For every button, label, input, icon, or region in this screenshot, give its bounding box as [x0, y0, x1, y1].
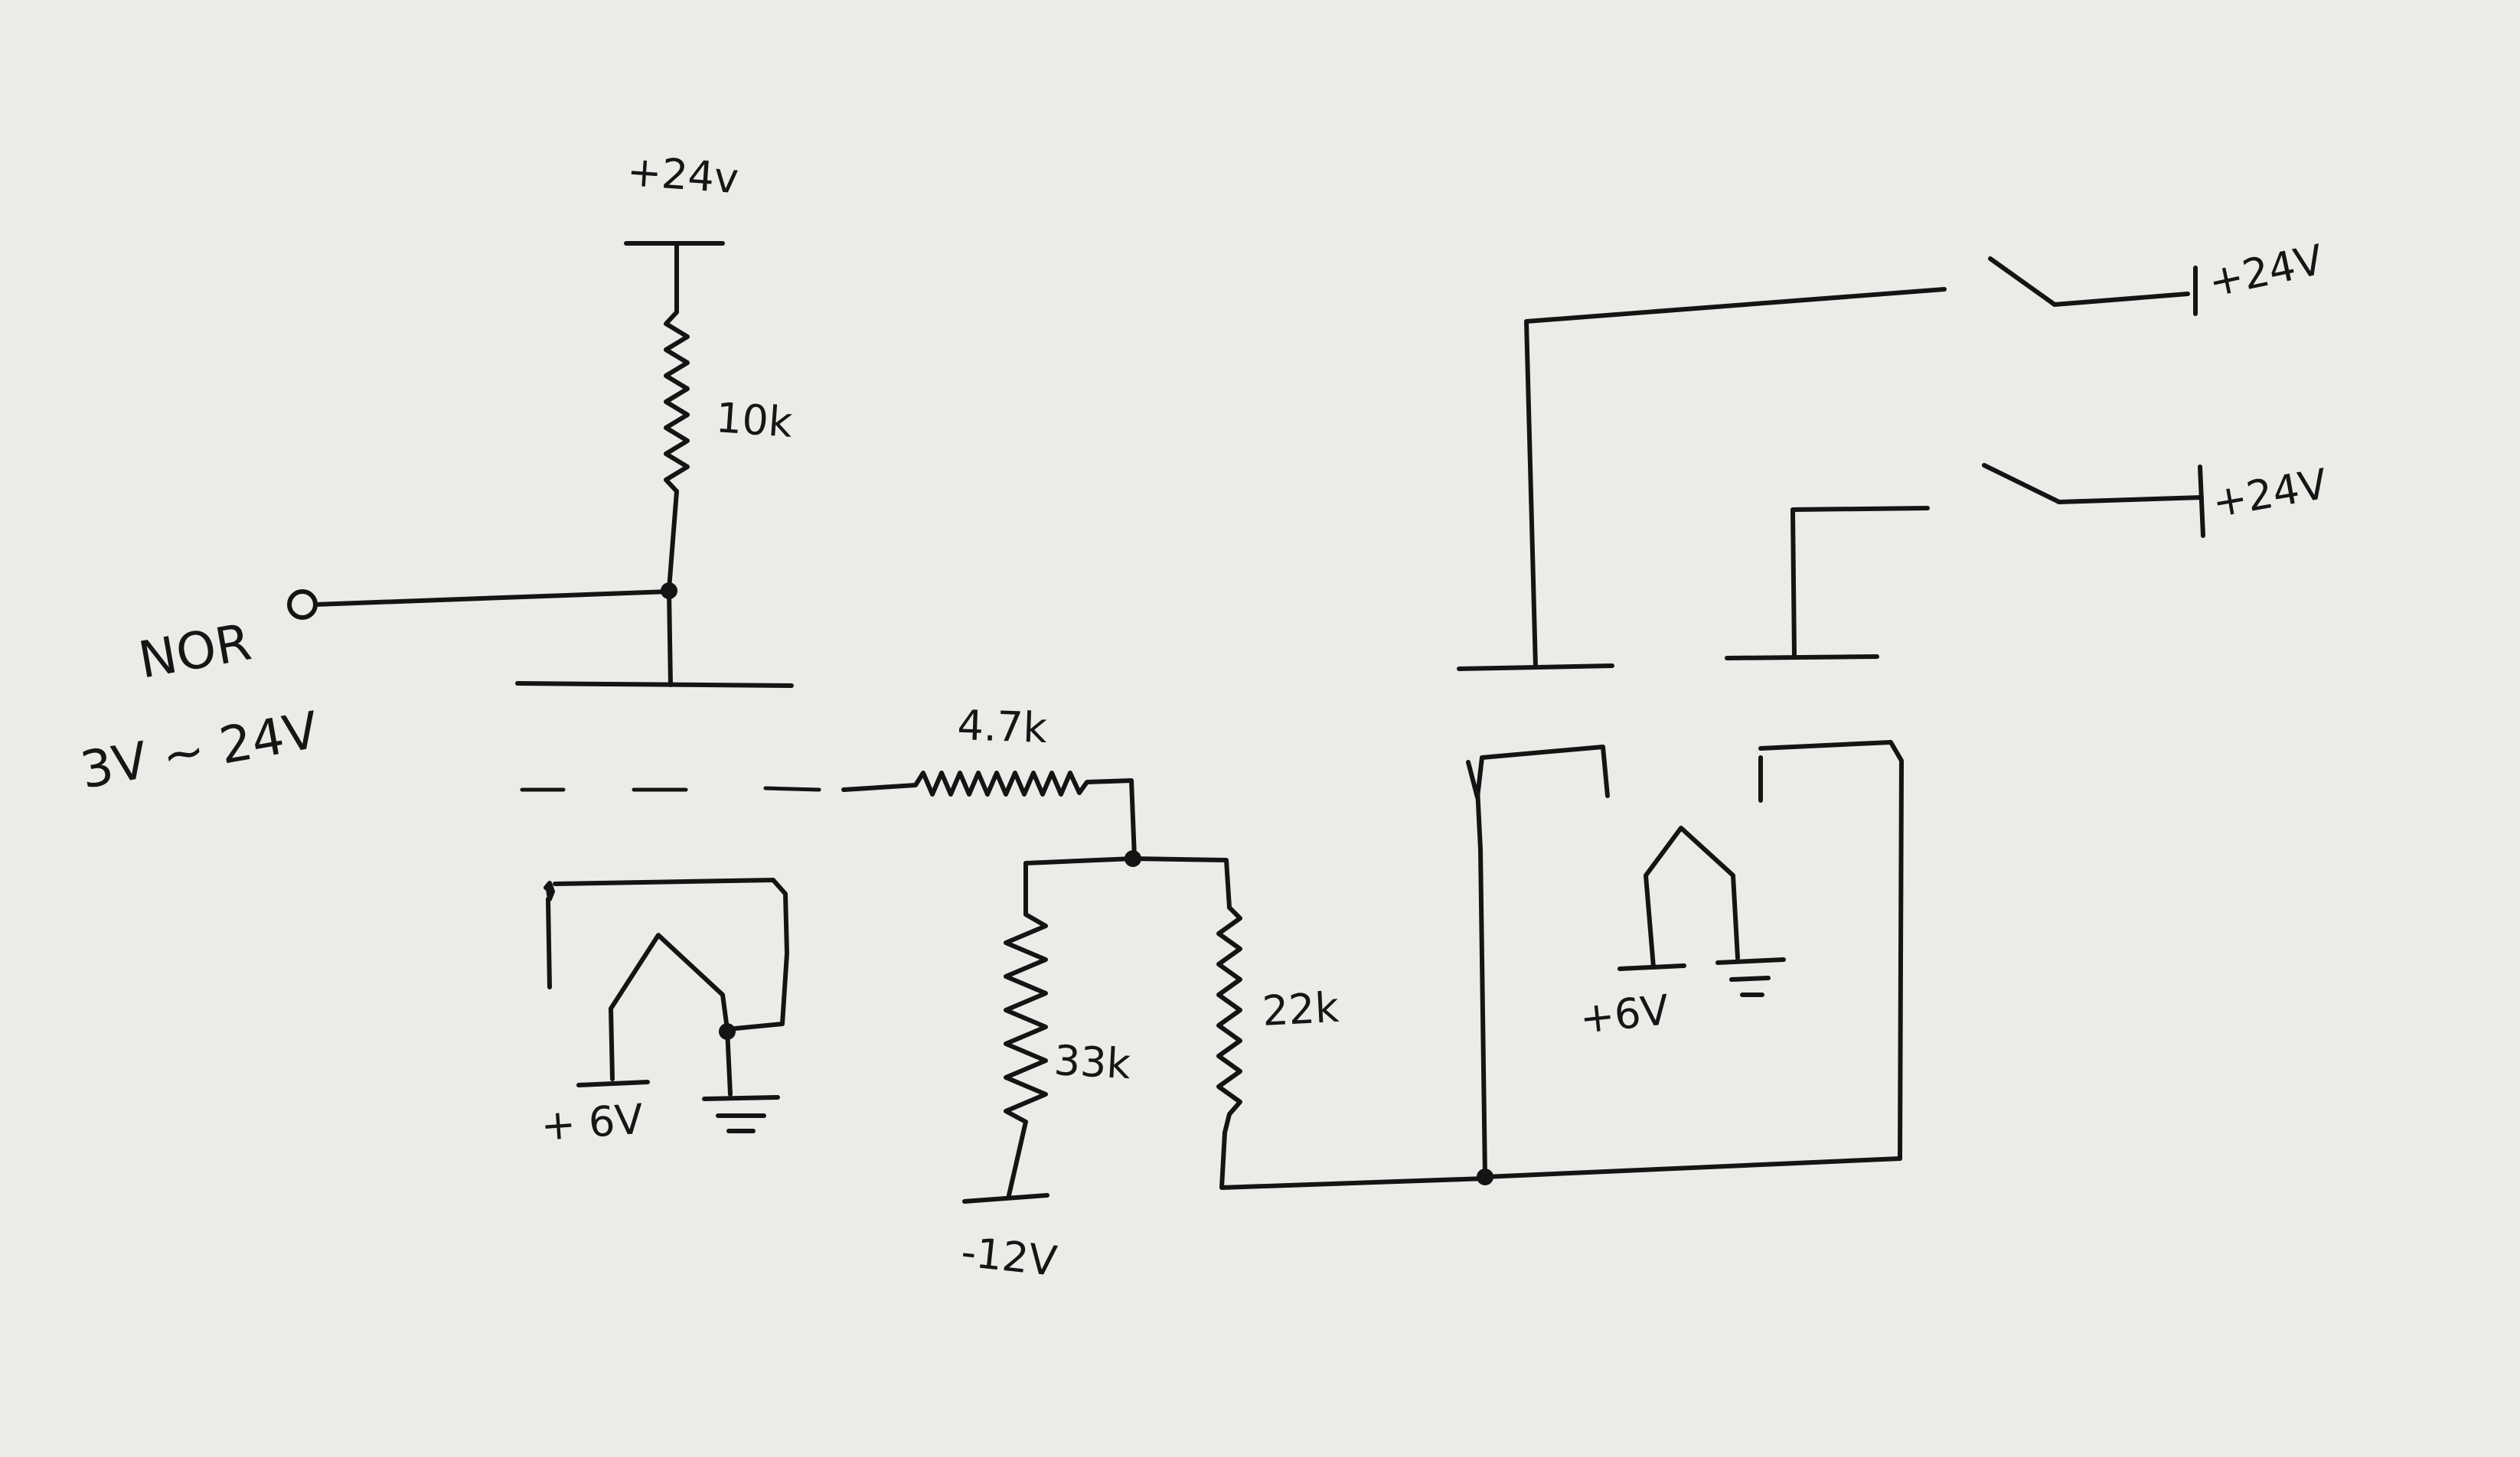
input-wire [313, 589, 671, 607]
label-neg-supply: -12V [959, 1227, 1059, 1286]
left-output-section [543, 878, 789, 1133]
divider-top-wire [1023, 856, 1232, 910]
pullup-to-node-wire [667, 489, 679, 592]
resistor-22k [1216, 905, 1487, 1190]
resistor-33k [962, 861, 1049, 1204]
label-vcc-top: +24v [625, 147, 740, 203]
top-supply-rail [624, 241, 725, 315]
label-r-4k7: 4.7k [957, 701, 1049, 752]
label-r-22k: 22k [1261, 983, 1340, 1035]
right-output-block [1466, 740, 1904, 1179]
resistor-4k7 [841, 771, 1137, 859]
label-supply-left: + 6V [540, 1095, 645, 1150]
label-r-10k: 10k [714, 393, 795, 447]
label-r-33k: 33k [1053, 1036, 1132, 1088]
node-down-wire [667, 588, 673, 687]
input-terminal [287, 589, 318, 620]
switch-top [1524, 256, 2198, 670]
label-supply-right: +6V [1578, 986, 1672, 1043]
switch-bottom [1790, 463, 2205, 657]
left-isolation-plates [515, 681, 821, 792]
resistor-10k [664, 310, 690, 494]
